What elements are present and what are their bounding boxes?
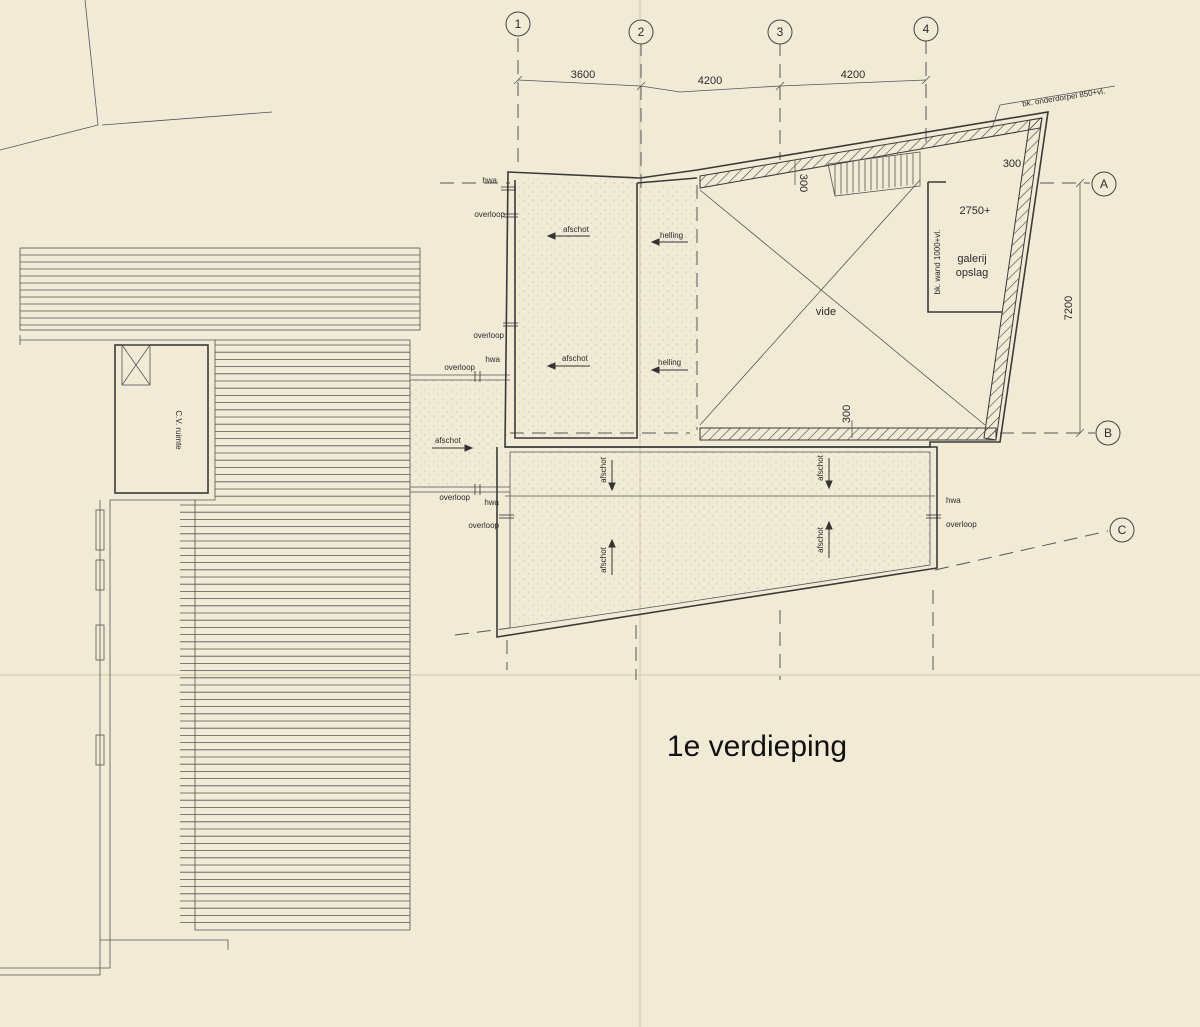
roof-slats <box>20 254 420 326</box>
afschot-label: afschot <box>599 456 608 483</box>
drainage-labels: hwa overloop overloop hwa overloop overl… <box>432 176 977 575</box>
afschot-label: afschot <box>435 436 462 445</box>
slope-arrow <box>650 238 688 246</box>
overloop-label: overloop <box>439 493 470 502</box>
overloop-label: overloop <box>468 521 499 530</box>
dim-a-b: 7200 <box>1063 296 1075 320</box>
afschot-label: afschot <box>816 526 825 553</box>
slope-arrow <box>608 538 616 575</box>
top-dimension-line: 3600 4200 4200 <box>513 69 931 93</box>
cv-room-label: C.V. ruimte <box>174 410 183 450</box>
overloop-label: overloop <box>474 210 505 219</box>
grid-label-1: 1 <box>515 17 522 31</box>
grid-bubble-1 <box>505 11 531 37</box>
slope-arrow <box>546 232 590 240</box>
void-label: vide <box>816 306 836 318</box>
grid-label-3: 3 <box>777 25 784 39</box>
grid-bubble-c <box>1109 517 1135 543</box>
wall-height-note: bk. wand 1000+vl. <box>933 230 942 295</box>
afschot-label: afschot <box>563 225 590 234</box>
dim-1-2: 3600 <box>571 69 595 81</box>
hwa-label: hwa <box>485 355 500 364</box>
drawing-title: 1e verdieping <box>667 730 847 763</box>
afschot-label: afschot <box>816 454 825 481</box>
slope-arrow <box>432 444 474 452</box>
roof-slats <box>180 344 410 923</box>
adjacent-building <box>0 247 421 976</box>
helling-label: helling <box>658 358 681 367</box>
gallery-storage: 2750+ galerij opslag bk. wand 1000+vl. <box>927 181 1002 313</box>
level-label: 2750+ <box>960 205 991 217</box>
wall-dim-top: 300 <box>797 174 809 192</box>
hwa-label: hwa <box>946 496 961 505</box>
grid-bubble-3 <box>767 19 793 45</box>
gutter-connections <box>410 374 510 493</box>
neighbour-outline <box>0 0 273 151</box>
hwa-label: hwa <box>484 498 499 507</box>
cv-room: C.V. ruimte <box>114 344 209 494</box>
slope-arrow <box>608 460 616 492</box>
storage-label: opslag <box>956 267 988 279</box>
grid-label-2: 2 <box>638 25 645 39</box>
slope-arrow <box>546 362 590 370</box>
grid-bubble-2 <box>628 19 654 45</box>
grid-bubble-a <box>1091 171 1117 197</box>
grid-label-4: 4 <box>923 22 930 36</box>
slope-arrow <box>650 366 688 374</box>
upper-volume: vide 2750+ galerij opslag bk. wand 1000+… <box>504 85 1116 448</box>
wall-dim-corner: 300 <box>1003 158 1021 170</box>
gallery-label: galerij <box>957 253 986 265</box>
overloop-label: overloop <box>444 363 475 372</box>
overloop-label: overloop <box>946 520 977 529</box>
grid-bubble-b <box>1095 420 1121 446</box>
grid-label-a: A <box>1100 177 1108 191</box>
hwa-label: hwa <box>482 176 497 185</box>
grid-label-b: B <box>1104 426 1112 440</box>
overloop-label: overloop <box>473 331 504 340</box>
right-dimension-line: 7200 <box>1063 178 1085 438</box>
dim-3-4: 4200 <box>841 69 865 81</box>
wall-dim-bottom: 300 <box>841 405 853 423</box>
grid-bubbles: 1 2 3 4 A B C <box>505 11 1135 543</box>
afschot-label: afschot <box>562 354 589 363</box>
grid-bubble-4 <box>913 16 939 42</box>
afschot-label: afschot <box>599 546 608 573</box>
stair <box>827 151 921 197</box>
slope-arrow <box>825 458 833 490</box>
slope-arrow <box>825 520 833 558</box>
dim-2-3: 4200 <box>698 75 722 87</box>
lower-roof <box>496 446 938 638</box>
helling-label: helling <box>660 231 683 240</box>
grid-label-c: C <box>1118 523 1127 537</box>
